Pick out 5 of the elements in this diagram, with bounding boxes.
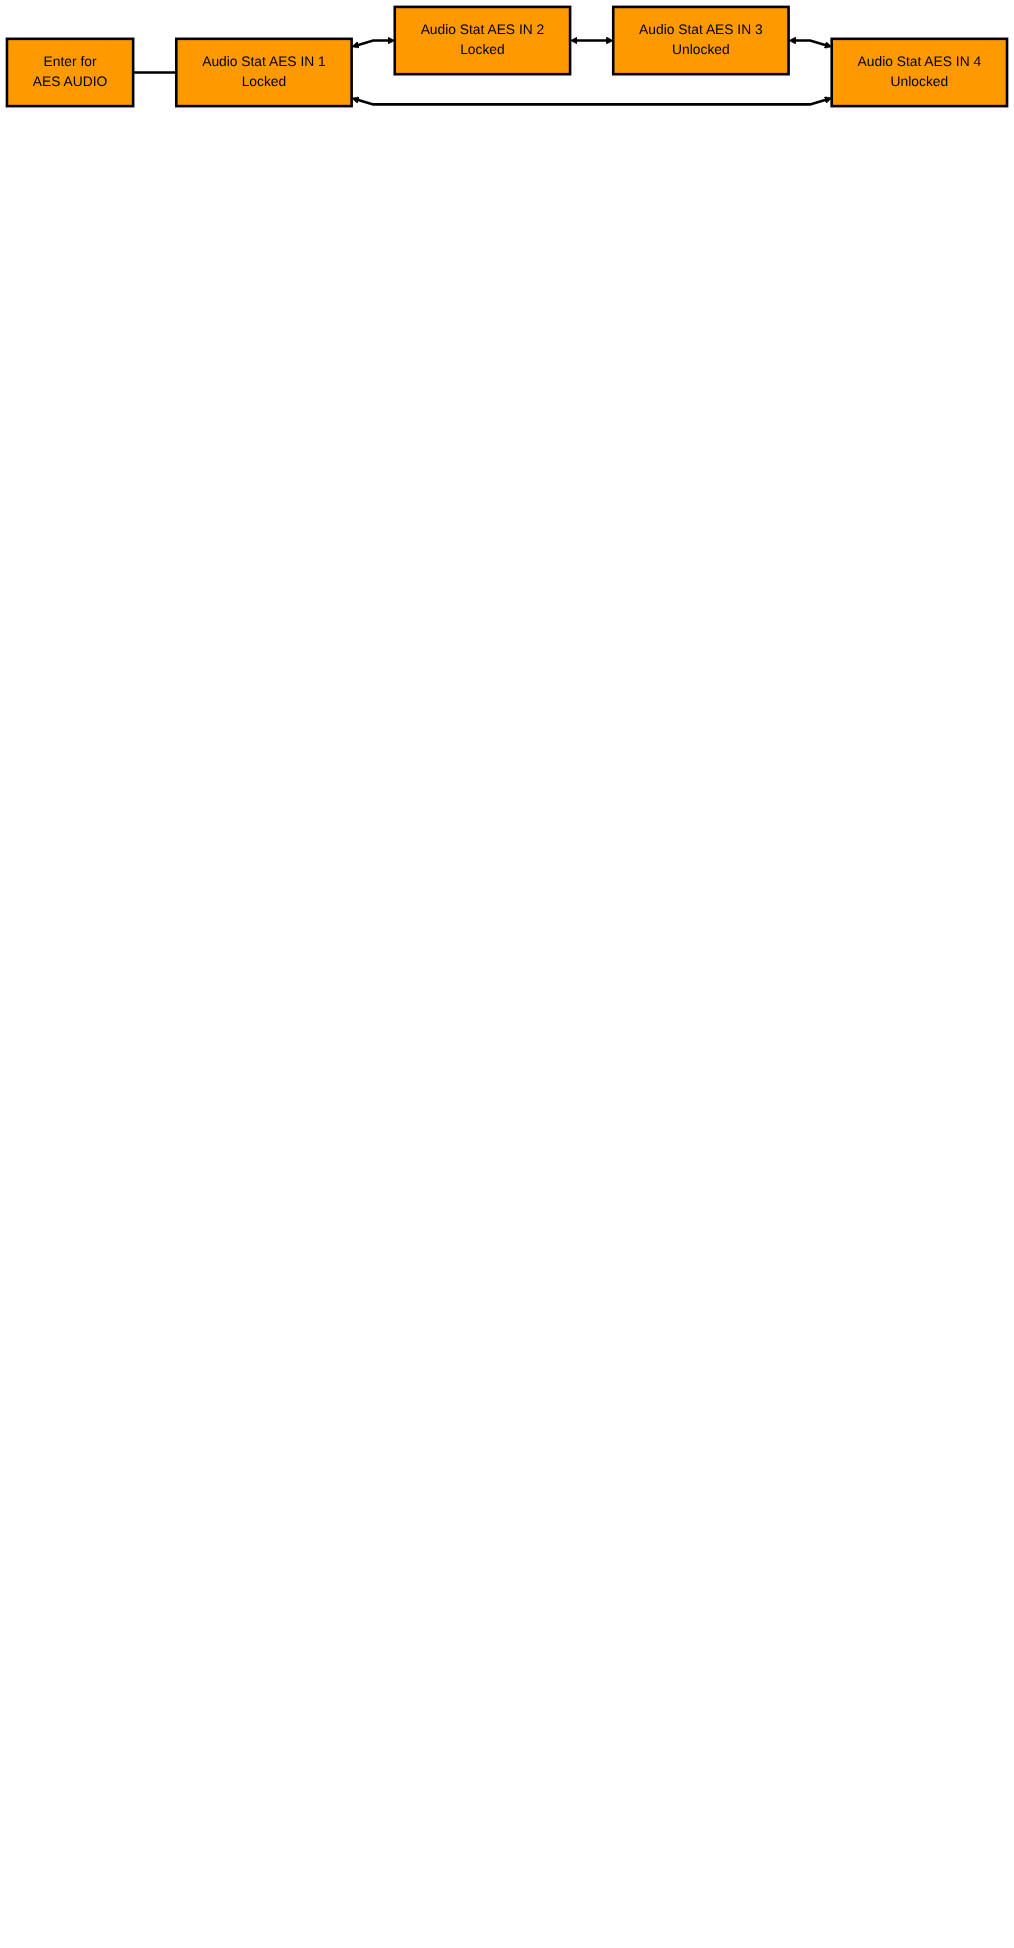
arrow (570, 36, 614, 45)
arrow (351, 96, 833, 106)
connector (133, 71, 177, 74)
arrow (351, 36, 396, 49)
arrow (788, 36, 833, 49)
